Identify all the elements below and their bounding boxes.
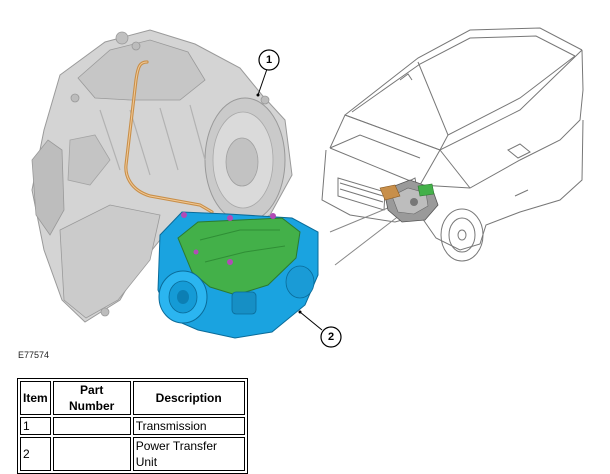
table-row: 2 Power Transfer Unit <box>20 437 245 471</box>
power-transfer-unit-illustration <box>157 211 319 339</box>
callout-1 <box>256 49 280 97</box>
vehicle-outline-illustration <box>321 27 584 266</box>
component-location-diagram <box>31 27 584 348</box>
cell-part-number <box>52 417 131 435</box>
table-row: 1 Transmission <box>20 417 245 435</box>
callout-1-label: 1 <box>265 54 273 66</box>
cell-item: 1 <box>20 417 51 435</box>
header-item: Item <box>20 381 51 415</box>
cell-item: 2 <box>20 437 51 471</box>
header-description: Description <box>132 381 245 415</box>
vehicle-drivetrain-detail <box>379 179 439 223</box>
table-header-row: Item Part Number Description <box>20 381 245 415</box>
cell-description: Transmission <box>132 417 245 435</box>
header-part-number: Part Number <box>52 381 131 415</box>
transmission-illustration <box>31 29 293 323</box>
cell-description: Power Transfer Unit <box>132 437 245 471</box>
callout-2 <box>298 310 342 348</box>
callout-2-label: 2 <box>327 331 335 343</box>
figure-id: E77574 <box>18 350 50 360</box>
cell-part-number <box>52 437 131 471</box>
parts-table: Item Part Number Description 1 Transmiss… <box>17 378 248 474</box>
